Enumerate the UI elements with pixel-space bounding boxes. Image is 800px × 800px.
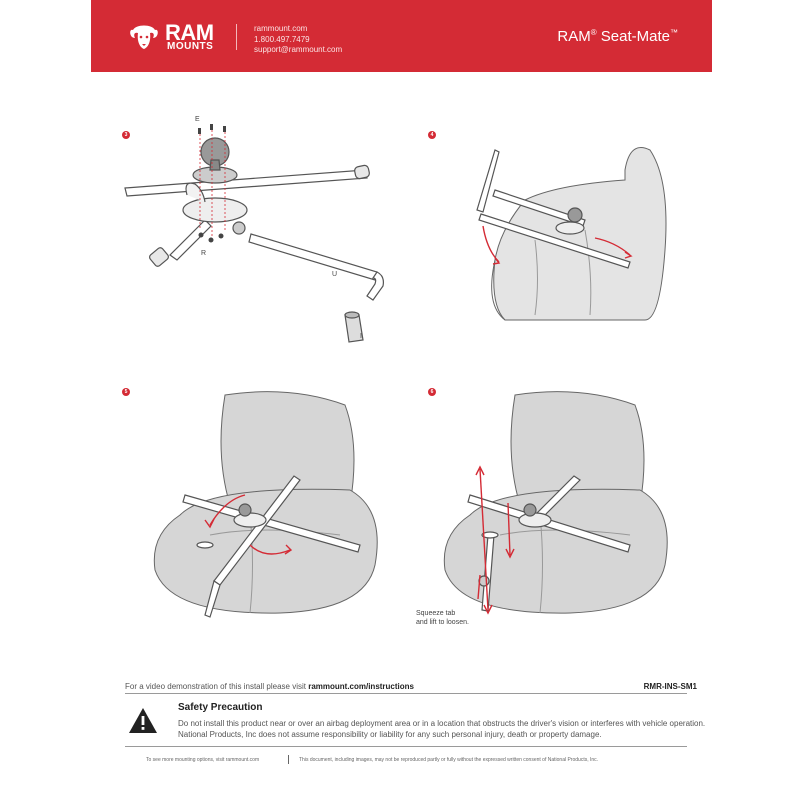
header-divider (236, 24, 237, 50)
step-number-5: 5 (122, 388, 130, 396)
step-6-illustration (443, 391, 668, 615)
step-3-illustration (124, 124, 384, 343)
top-rule (125, 693, 687, 694)
instructions-link[interactable]: rammount.com/instructions (308, 682, 414, 691)
footer-divider (288, 755, 289, 764)
step-number-3: 3 (122, 131, 130, 139)
footer-right: This document, including images, may not… (299, 757, 599, 763)
step-6-caption: Squeeze tab and lift to loosen. (416, 609, 469, 627)
logo-mounts-text: MOUNTS (167, 41, 214, 52)
ram-head-icon (130, 25, 158, 49)
step-number-6: 6 (428, 388, 436, 396)
step-number-4: 4 (428, 131, 436, 139)
part-number: RMR-INS-SM1 (643, 682, 697, 691)
warning-triangle-icon (129, 708, 157, 733)
label-i: I (360, 333, 362, 340)
step-4-illustration (476, 147, 667, 321)
contact-info: rammount.com 1.800.497.7479 support@ramm… (254, 24, 342, 56)
step-6-caption-line2: and lift to loosen. (416, 619, 469, 626)
bottom-rule (125, 746, 687, 747)
footer-left: To see more mounting options, visit ramm… (146, 757, 260, 763)
label-r: R (201, 250, 207, 257)
step-5-illustration (153, 391, 378, 618)
label-e: E (195, 116, 200, 123)
product-title: RAM® Seat-Mate™ (557, 28, 678, 45)
safety-title: Safety Precaution (178, 702, 263, 713)
header-bar: RAM MOUNTS rammount.com 1.800.497.7479 s… (91, 0, 712, 72)
contact-website[interactable]: rammount.com (254, 24, 308, 33)
step-6-caption-line1: Squeeze tab (416, 610, 456, 617)
contact-phone[interactable]: 1.800.497.7479 (254, 34, 310, 44)
safety-text: Do not install this product near or over… (178, 719, 706, 739)
logo-ram-text: RAM (165, 20, 214, 45)
video-demo-text: For a video demonstration of this instal… (125, 682, 414, 691)
label-u: U (332, 271, 338, 278)
contact-email[interactable]: support@rammount.com (254, 45, 343, 54)
